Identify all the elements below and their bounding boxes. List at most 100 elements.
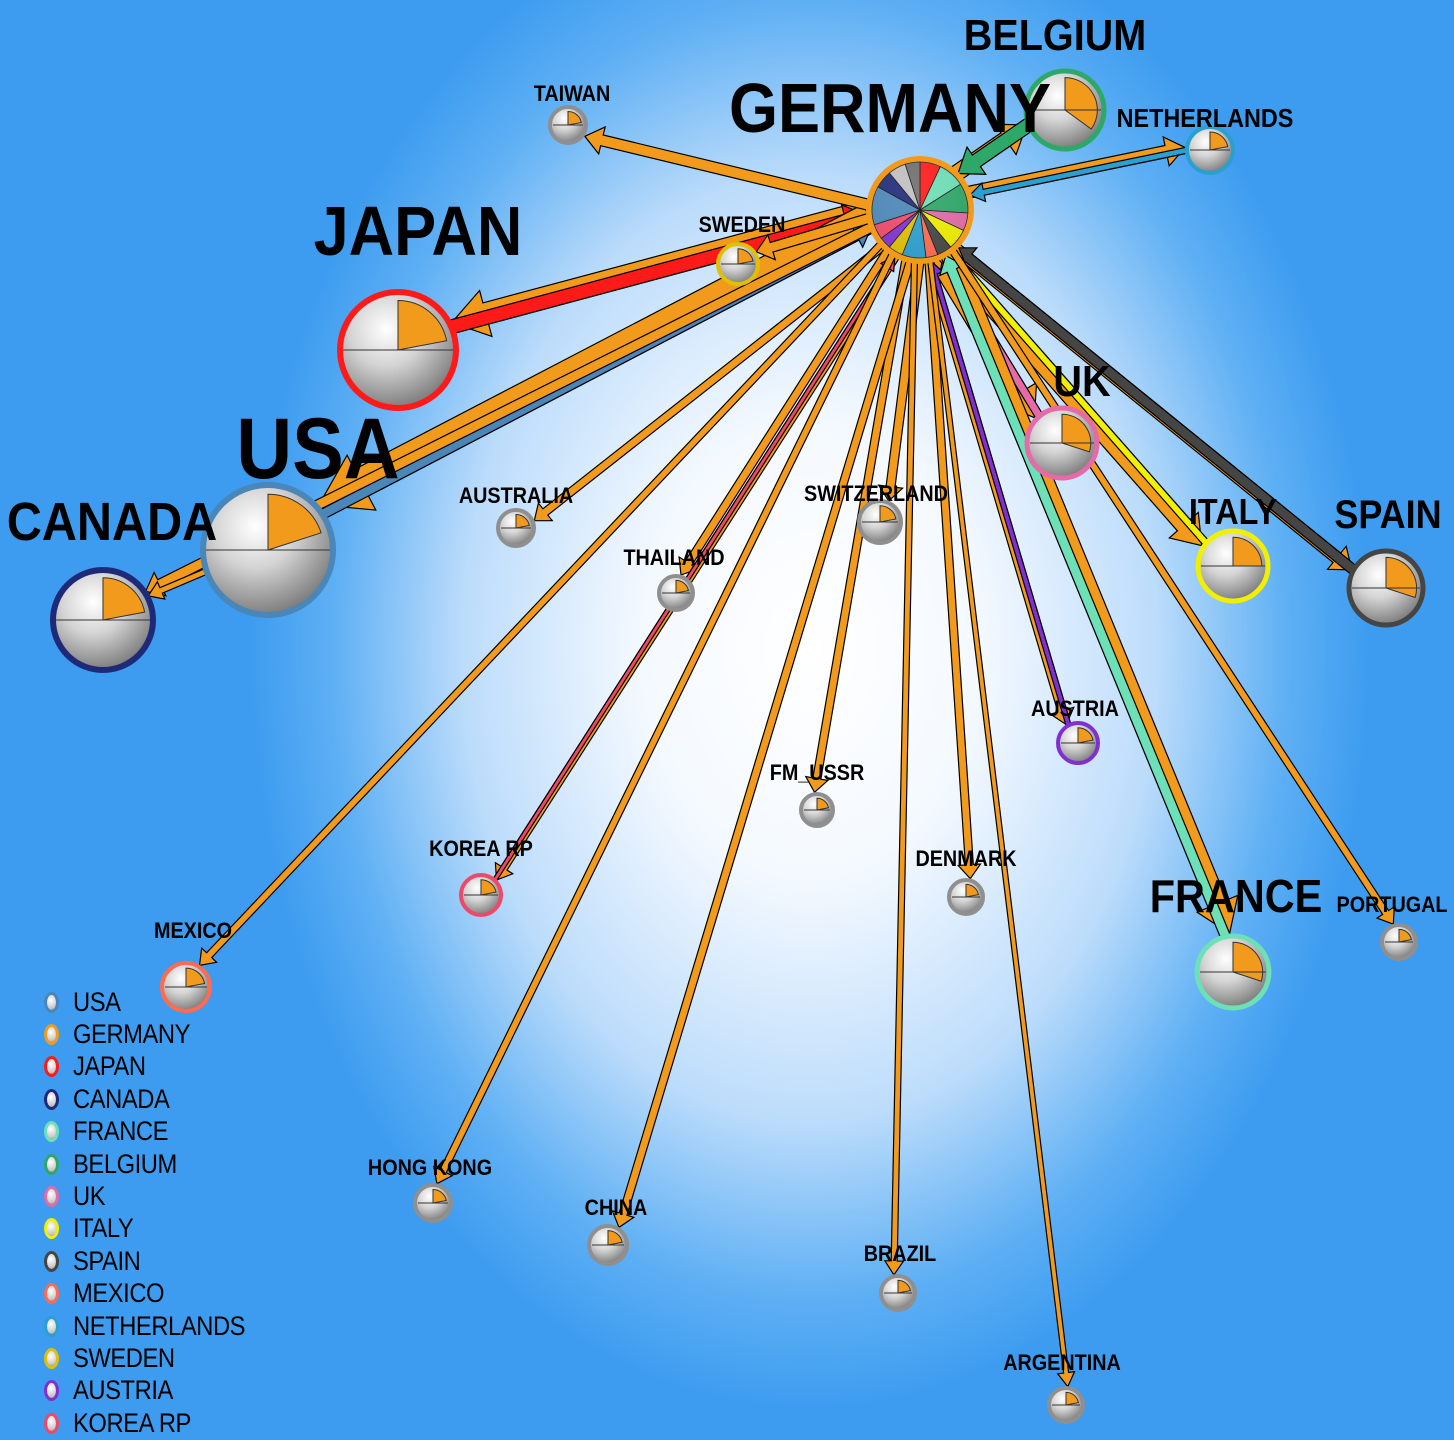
legend-item: ITALY [44,1213,269,1245]
node-canada[interactable] [50,567,156,673]
node-portugal[interactable] [1380,923,1418,961]
trade-arrow-usa-to-canada [147,566,212,600]
label-thailand: THAILAND [623,546,724,570]
label-denmark: DENMARK [915,847,1016,871]
node-argentina[interactable] [1047,1386,1085,1424]
label-portugal: PORTUGAL [1337,893,1448,917]
node-belgium[interactable] [1023,68,1107,152]
node-france[interactable] [1194,933,1272,1011]
legend-swatch-icon [44,1186,59,1208]
node-denmark[interactable] [947,878,985,916]
legend-label: UK [73,1181,106,1212]
legend-item: FRANCE [44,1116,269,1148]
legend-label: SWEDEN [73,1342,175,1373]
legend-label: MEXICO [73,1278,165,1309]
legend-item: USA [44,986,269,1018]
legend-swatch-icon [44,1056,59,1078]
label-korea: KOREA RP [429,837,533,861]
legend-swatch-icon [44,1153,59,1175]
label-usa: USA [236,401,399,497]
label-austria: AUSTRIA [1031,697,1119,721]
legend-item: JAPAN [44,1051,269,1083]
legend-label: ITALY [73,1213,134,1244]
node-switzerland[interactable] [857,499,903,545]
legend-swatch-icon [44,1380,59,1402]
trade-arrow-france-to-germany [938,254,1232,942]
node-sweden[interactable] [716,242,760,286]
label-belgium: BELGIUM [964,10,1147,59]
legend-label: NETHERLANDS [73,1310,246,1341]
node-mexico[interactable] [160,961,212,1013]
legend-item: MEXICO [44,1278,269,1310]
legend-swatch-icon [44,1088,59,1110]
legend-swatch-icon [44,1315,59,1337]
node-taiwan[interactable] [548,105,588,145]
legend-label: KOREA RP [73,1407,191,1438]
legend-swatch-icon [44,1347,59,1369]
trade-arrow-belgium-to-germany [957,116,1036,176]
legend-item: GERMANY [44,1018,269,1050]
node-netherlands[interactable] [1185,125,1235,175]
legend-label: AUSTRIA [73,1375,173,1406]
node-uk[interactable] [1024,405,1100,481]
legend-label: GERMANY [73,1019,191,1050]
label-canada: CANADA [7,491,218,552]
legend-item: BELGIUM [44,1148,269,1180]
label-china: CHINA [585,1196,648,1220]
node-hongkong[interactable] [413,1183,453,1223]
legend-item: KOREA RP [44,1407,269,1439]
label-brazil: BRAZIL [864,1242,937,1266]
node-japan[interactable] [337,289,459,411]
node-china[interactable] [587,1224,629,1266]
node-korea[interactable] [459,873,503,917]
trade-flow-arrows [144,116,1395,1388]
node-italy[interactable] [1195,528,1271,604]
legend-swatch-icon [44,1412,59,1434]
label-taiwan: TAIWAN [534,82,611,106]
legend-label: JAPAN [73,1051,146,1082]
node-australia[interactable] [496,508,536,548]
legend-item: NETHERLANDS [44,1310,269,1342]
trade-arrow-germany-to-mexico [198,238,887,967]
label-germany: GERMANY [729,70,1051,148]
country-labels: GERMANY BELGIUM NETHERLANDS TAIWAN JAPAN SWED… [7,10,1448,1375]
label-japan: JAPAN [314,193,523,271]
node-usa[interactable] [200,482,336,618]
legend-label: SPAIN [73,1245,141,1276]
legend-item: CANADA [44,1083,269,1115]
node-fm_ussr[interactable] [799,792,835,828]
trade-arrow-germany-to-taiwan [583,125,874,212]
legend-item: UK [44,1180,269,1212]
legend-swatch-icon [44,1250,59,1272]
label-italy: ITALY [1189,492,1277,532]
label-mexico: MEXICO [154,919,232,943]
label-spain: SPAIN [1334,493,1441,537]
node-brazil[interactable] [879,1274,917,1312]
label-uk: UK [1053,356,1110,405]
legend-swatch-icon [44,1218,59,1240]
legend-item: SWEDEN [44,1342,269,1374]
trade-arrow-germany-to-portugal [946,244,1395,926]
legend-label: USA [73,986,121,1017]
label-fm_ussr: FM_USSR [770,761,865,785]
legend-swatch-icon [44,1024,59,1046]
legend-item: AUSTRIA [44,1375,269,1407]
trade-arrow-germany-to-hongkong [432,248,899,1185]
legend-label: FRANCE [73,1116,169,1147]
trade-arrow-germany-to-sweden [755,211,875,261]
node-germany[interactable] [866,156,974,264]
trade-arrow-germany-to-china [611,255,916,1229]
node-thailand[interactable] [657,574,695,612]
label-sweden: SWEDEN [699,213,786,237]
legend-swatch-icon [44,991,59,1013]
legend-label: CANADA [73,1083,170,1114]
node-spain[interactable] [1346,548,1426,628]
legend-swatch-icon [44,1283,59,1305]
label-argentina: ARGENTINA [1003,1351,1121,1375]
node-austria[interactable] [1056,721,1100,765]
legend-item: SPAIN [44,1245,269,1277]
trade-arrow-germany-to-brazil [883,257,919,1276]
label-hongkong: HONG KONG [368,1156,492,1180]
